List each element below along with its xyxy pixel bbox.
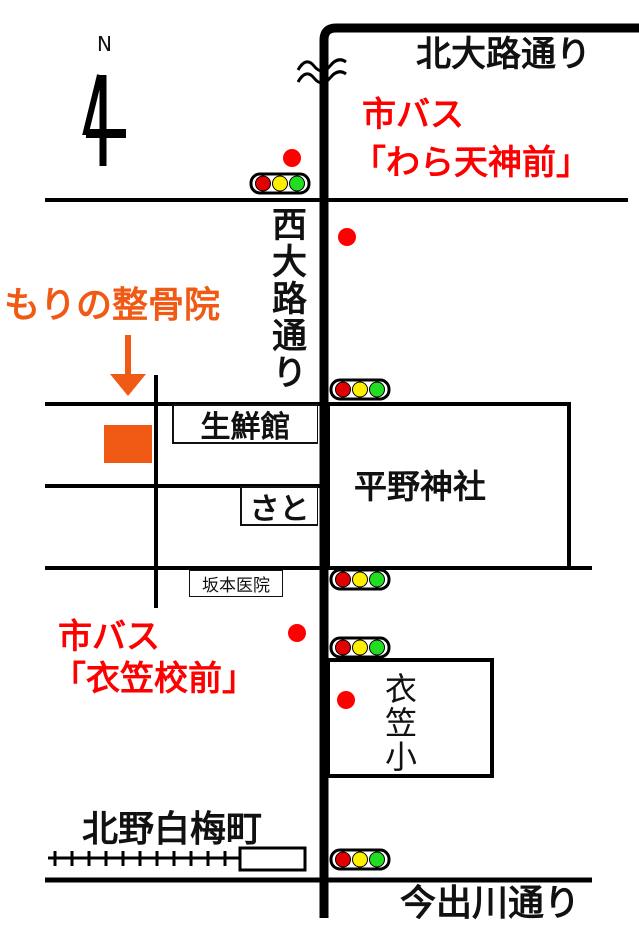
kitaoji-road-label: 北大路通り (416, 35, 592, 75)
bus-stop-dot (288, 624, 306, 642)
destination-marker (104, 425, 152, 463)
north-arrow-icon (82, 74, 126, 166)
nishioji-road (319, 23, 639, 918)
bus-stop-dot (338, 228, 356, 246)
sakamoto-clinic-label: 坂本医院 (189, 570, 283, 597)
seisenkan-label: 生鮮館 (172, 404, 318, 445)
bus-stop-south-line1: 市バス (58, 617, 160, 657)
kinugasa-school-block (326, 658, 494, 778)
station-icon (238, 846, 307, 872)
kinugasa-school-label: 衣笠小 (380, 672, 418, 774)
compass-label: N (97, 32, 112, 56)
bus-stop-dot (337, 691, 355, 709)
nishioji-road-label: 西大路通り (266, 206, 306, 391)
bus-stop-dot (283, 149, 301, 167)
bus-stop-north-line2: 「わら天神前」 (352, 143, 590, 183)
traffic-light-icon (329, 848, 391, 871)
traffic-light-icon (329, 378, 391, 401)
destination-label: もりの整骨院 (4, 285, 221, 326)
railway-icon (48, 851, 240, 866)
destination-arrow-icon (110, 335, 146, 396)
bus-stop-north-line1: 市バス (362, 95, 464, 135)
kitano-hakubaicho-label: 北野白梅町 (82, 809, 263, 850)
traffic-light-icon (249, 172, 311, 195)
road-break-mark (296, 58, 347, 85)
hirano-shrine-label: 平野神社 (354, 467, 486, 506)
imadegawa-road-label: 今出川通り (400, 883, 581, 924)
bus-stop-south-line2: 「衣笠校前」 (52, 659, 256, 699)
traffic-light-icon (329, 636, 391, 659)
sato-label: さと (240, 486, 318, 527)
traffic-light-icon (329, 568, 391, 591)
hirano-shrine-block (326, 402, 571, 570)
